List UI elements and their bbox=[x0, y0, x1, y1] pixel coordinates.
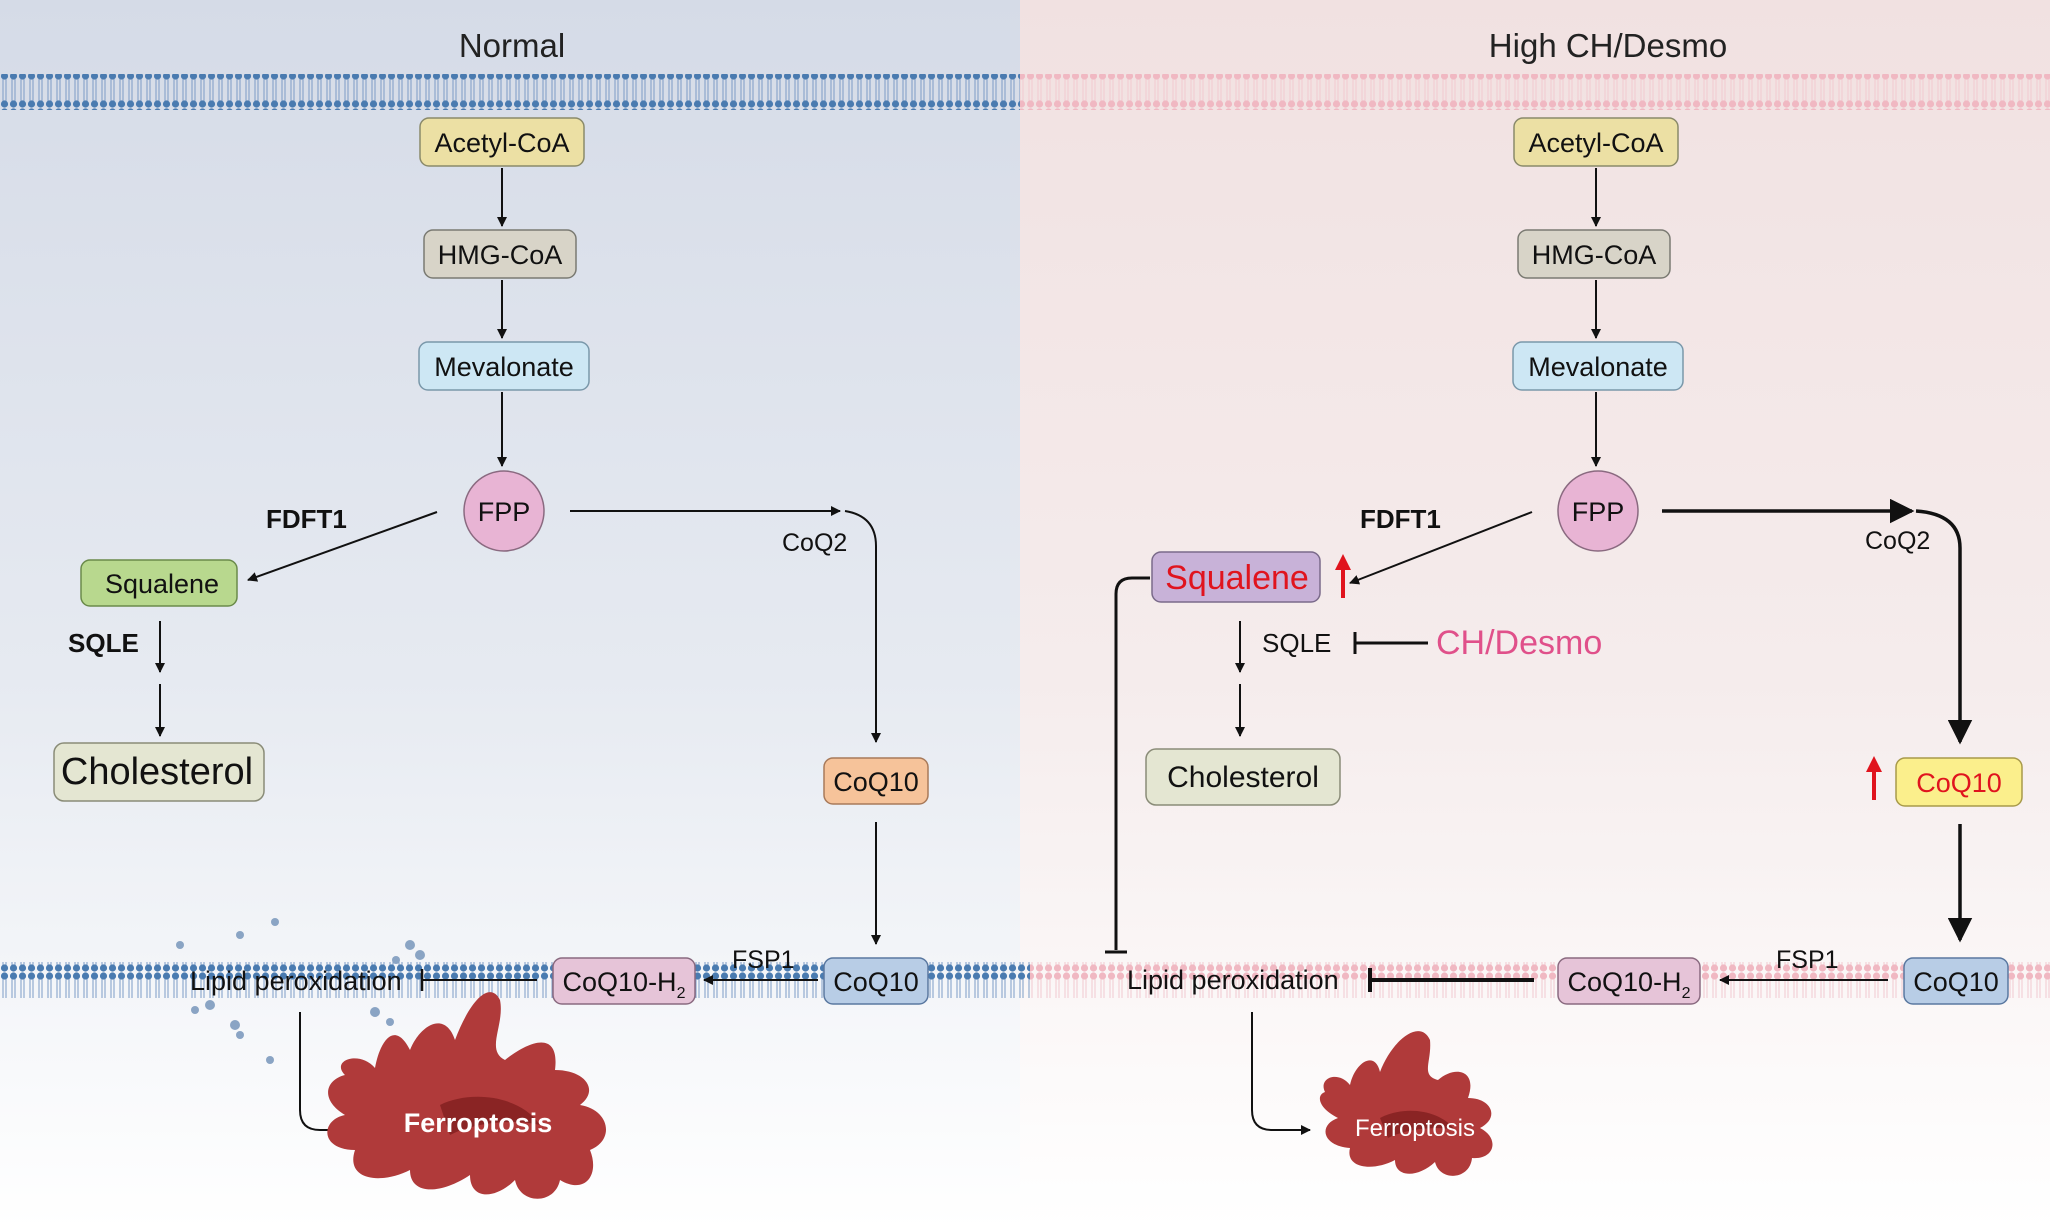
panel-title-normal: Normal bbox=[459, 27, 565, 64]
lipid-peroxidation-label-high: Lipid peroxidation bbox=[1127, 965, 1339, 995]
coq2-label: CoQ2 bbox=[782, 529, 847, 557]
fpp-node bbox=[463, 470, 545, 552]
acetyl-coa-box bbox=[419, 117, 585, 167]
mevalonate-box-high bbox=[1512, 341, 1684, 391]
cholesterol-label-high: Cholesterol bbox=[1167, 761, 1319, 794]
fpp-label-high: FPP bbox=[1572, 497, 1625, 527]
cholesterol-box-high bbox=[1145, 748, 1341, 806]
ferroptosis-label-left: Ferroptosis bbox=[404, 1108, 553, 1138]
coq10-membrane-label: CoQ10 bbox=[833, 967, 919, 997]
right-pathway: Acetyl-CoA HMG-CoA Mevalonate FPP FDFT1 … bbox=[1105, 117, 2023, 1176]
coq10-membrane-box bbox=[823, 957, 929, 1005]
hmg-coa-box-high bbox=[1517, 229, 1671, 279]
panel-title-high: High CH/Desmo bbox=[1489, 27, 1727, 64]
left-panel-background bbox=[0, 0, 1020, 1229]
top-membrane-left bbox=[0, 74, 1020, 110]
ferroptosis-label-right: Ferroptosis bbox=[1355, 1115, 1475, 1142]
lipid-peroxidation-label: Lipid peroxidation bbox=[190, 966, 402, 996]
coq10-membrane-label-high: CoQ10 bbox=[1913, 967, 1999, 997]
up-arrow-squalene bbox=[1335, 554, 1351, 598]
right-panel-background bbox=[1020, 0, 2050, 1229]
fdft1-label: FDFT1 bbox=[266, 504, 347, 534]
mevalonate-label-high: Mevalonate bbox=[1528, 352, 1668, 382]
ferroptosis-cell-left: Ferroptosis bbox=[327, 992, 607, 1199]
hmg-coa-label-high: HMG-CoA bbox=[1532, 240, 1657, 270]
coq10h2-box-high bbox=[1557, 957, 1701, 1005]
coq10h2-label: CoQ10-H2 bbox=[563, 967, 686, 1002]
hmg-coa-box bbox=[423, 229, 577, 279]
cholesterol-box bbox=[53, 742, 265, 802]
fpp-node-high bbox=[1557, 470, 1639, 552]
coq10h2-label-high: CoQ10-H2 bbox=[1568, 967, 1691, 1002]
sqle-label: SQLE bbox=[68, 628, 139, 658]
coq10-cyto-box-high bbox=[1895, 757, 2023, 807]
mevalonate-label: Mevalonate bbox=[434, 352, 574, 382]
ferroptosis-cell-right: Ferroptosis bbox=[1319, 1031, 1493, 1176]
squalene-box bbox=[80, 559, 238, 607]
coq10h2-box bbox=[552, 957, 696, 1005]
fsp1-label: FSP1 bbox=[732, 946, 795, 974]
radical-particles bbox=[176, 918, 425, 1064]
coq10-cyto-box bbox=[823, 757, 929, 805]
squalene-label-high: Squalene bbox=[1165, 559, 1309, 597]
acetyl-coa-box-high bbox=[1513, 117, 1679, 167]
fpp-label: FPP bbox=[478, 497, 531, 527]
coq10-cyto-label-high: CoQ10 bbox=[1916, 768, 2002, 798]
coq10-membrane-box-high bbox=[1903, 957, 2009, 1005]
acetyl-coa-label-high: Acetyl-CoA bbox=[1528, 128, 1663, 158]
sqle-label-high: SQLE bbox=[1262, 628, 1331, 658]
coq10-cyto-label: CoQ10 bbox=[833, 767, 919, 797]
coq2-label-high: CoQ2 bbox=[1865, 527, 1930, 555]
ch-desmo-label: CH/Desmo bbox=[1436, 624, 1602, 662]
squalene-label: Squalene bbox=[105, 569, 219, 599]
squalene-box-high bbox=[1151, 551, 1321, 603]
up-arrow-coq10 bbox=[1866, 756, 1882, 800]
fdft1-label-high: FDFT1 bbox=[1360, 504, 1441, 534]
fsp1-label-high: FSP1 bbox=[1776, 946, 1839, 974]
left-pathway: Acetyl-CoA HMG-CoA Mevalonate FPP FDFT1 … bbox=[53, 117, 929, 1199]
cholesterol-label: Cholesterol bbox=[61, 751, 253, 793]
mevalonate-box bbox=[418, 341, 590, 391]
hmg-coa-label: HMG-CoA bbox=[438, 240, 563, 270]
acetyl-coa-label: Acetyl-CoA bbox=[434, 128, 569, 158]
top-membrane-right bbox=[1020, 74, 2050, 110]
